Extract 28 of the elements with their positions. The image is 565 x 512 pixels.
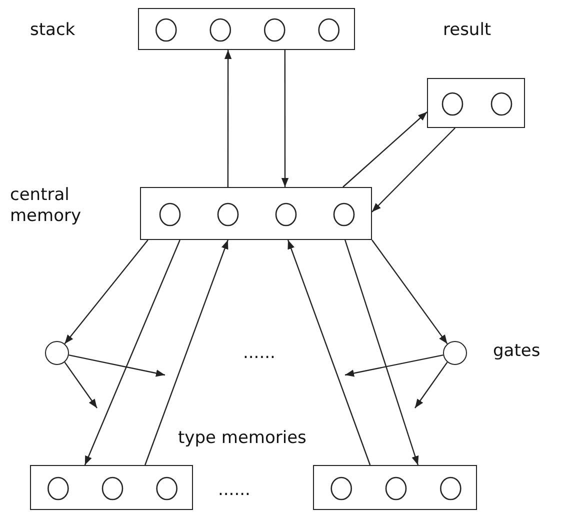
arrow bbox=[64, 240, 148, 344]
arrow bbox=[144, 240, 228, 466]
arrow bbox=[64, 362, 98, 408]
arrow bbox=[281, 50, 289, 187]
arrow bbox=[342, 112, 428, 188]
node-label: central memory bbox=[10, 185, 82, 228]
arrow bbox=[344, 354, 444, 377]
gate-circle bbox=[45, 341, 69, 365]
memory-box bbox=[427, 78, 525, 128]
ellipsis: ...... bbox=[243, 343, 276, 364]
node-label: stack bbox=[30, 20, 76, 42]
memory-box bbox=[138, 8, 355, 50]
arrow bbox=[224, 50, 232, 187]
group-label: type memories bbox=[178, 428, 306, 450]
gate-circle bbox=[443, 341, 467, 365]
arrow bbox=[372, 240, 448, 344]
memory-box bbox=[30, 465, 193, 510]
memory-box bbox=[313, 465, 477, 510]
node-label: result bbox=[443, 20, 492, 42]
node-label: gates bbox=[493, 341, 540, 362]
arrow bbox=[372, 128, 456, 212]
arrow bbox=[344, 240, 419, 466]
memory-box bbox=[140, 187, 372, 240]
arrow bbox=[68, 354, 166, 377]
ellipsis: ...... bbox=[218, 480, 250, 502]
arrow bbox=[414, 362, 448, 408]
arrow bbox=[287, 240, 371, 466]
arrow bbox=[84, 240, 180, 466]
